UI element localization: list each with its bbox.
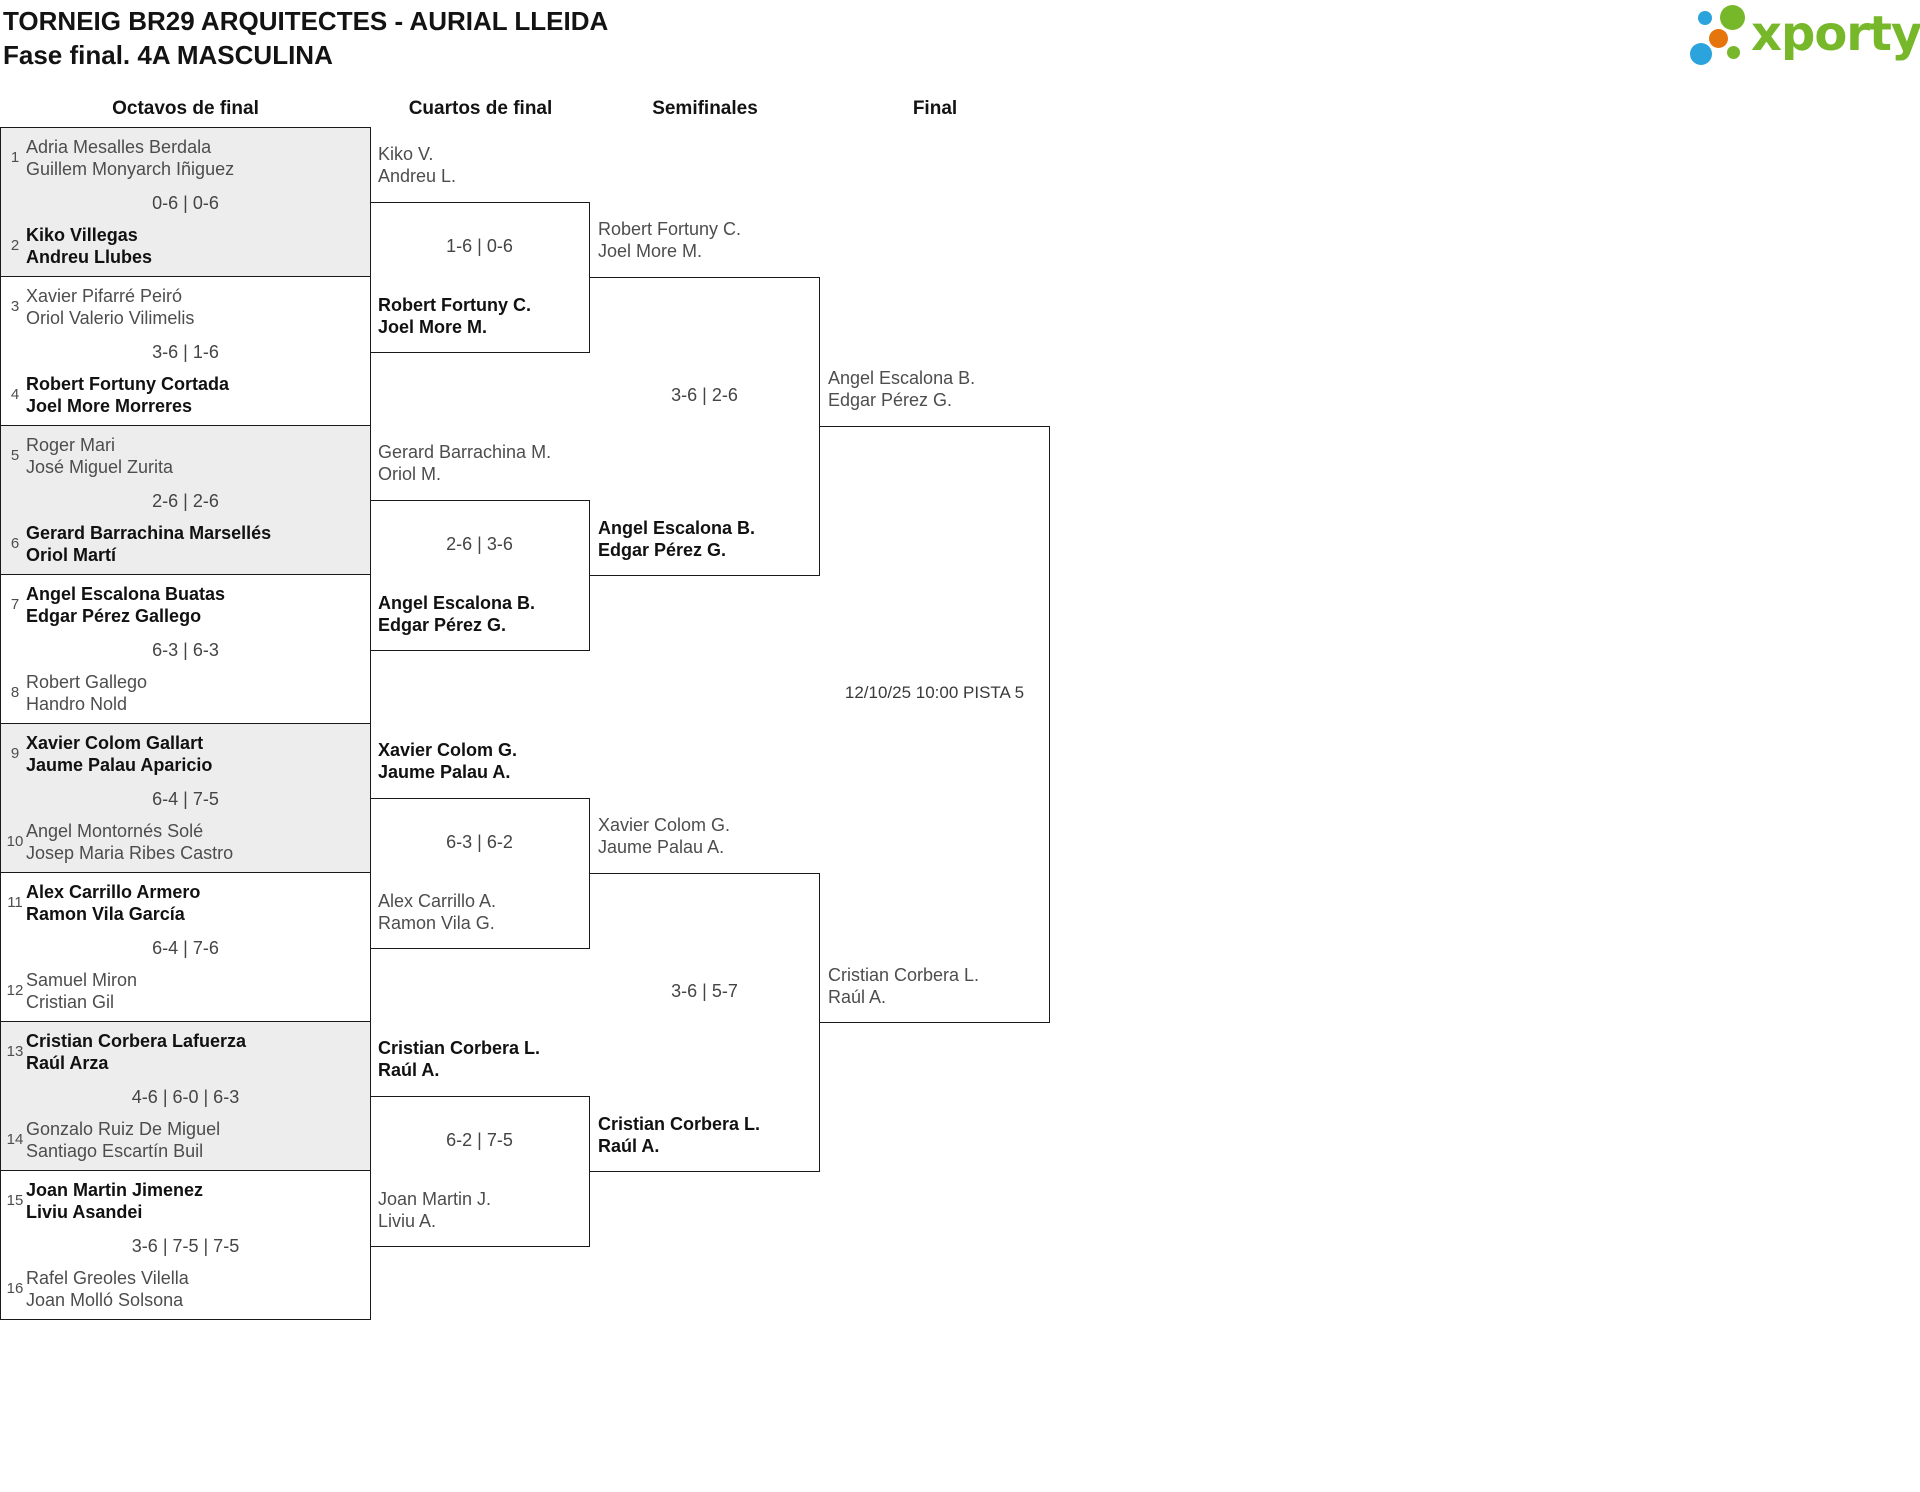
round-header-semifinales: Semifinales <box>652 98 758 119</box>
match-r16-7[interactable]: 13 Cristian Corbera Lafuerza Raúl Arza 4… <box>0 1021 371 1171</box>
match-score: 6-4 | 7-6 <box>152 938 219 958</box>
seed-number: 13 <box>6 1043 24 1060</box>
final-schedule: 12/10/25 10:00 PISTA 5 <box>844 683 1025 702</box>
match-qf-3[interactable]: Xavier Colom G. Jaume Palau A. 6-3 | 6-2… <box>370 740 590 949</box>
match-score: 3-6 | 5-7 <box>671 981 738 1001</box>
xporty-logo[interactable]: xporty <box>1680 0 1920 80</box>
seed-number: 10 <box>6 833 24 850</box>
seed-number: 16 <box>6 1280 24 1297</box>
seed-number: 11 <box>7 894 23 911</box>
team-names: Cristian Corbera L. Raúl A. <box>828 965 980 1007</box>
team-names: Xavier Colom G. Jaume Palau A. <box>598 815 731 857</box>
match-score: 6-3 | 6-3 <box>152 640 219 660</box>
team-names: Adria Mesalles Berdala Guillem Monyarch … <box>26 137 235 179</box>
team-names: Gerard Barrachina Marsellés Oriol Martí <box>26 523 272 565</box>
team-names: Xavier Pifarré Peiró Oriol Valerio Vilim… <box>26 286 195 328</box>
logo-wordmark: xporty <box>1751 6 1920 62</box>
seed-number: 14 <box>6 1131 24 1148</box>
match-r16-2[interactable]: 3 Xavier Pifarré Peiró Oriol Valerio Vil… <box>0 276 371 426</box>
team-names: Gerard Barrachina M. Oriol M. <box>378 442 552 484</box>
team-names: Angel Escalona B. Edgar Pérez G. <box>378 593 536 635</box>
match-r16-6[interactable]: 11 Alex Carrillo Armero Ramon Vila Garcí… <box>0 872 371 1022</box>
seed-number: 4 <box>10 386 20 403</box>
seed-number: 8 <box>10 684 20 701</box>
match-score: 3-6 | 7-5 | 7-5 <box>131 1236 240 1256</box>
seed-number: 15 <box>6 1192 24 1209</box>
round-header-cuartos: Cuartos de final <box>408 98 553 119</box>
match-score: 3-6 | 2-6 <box>671 385 738 405</box>
match-score: 2-6 | 3-6 <box>446 534 513 554</box>
logo-dot-green-small <box>1727 46 1740 59</box>
team-names: Xavier Colom Gallart Jaume Palau Aparici… <box>26 733 213 775</box>
team-names: Rafel Greoles Vilella Joan Molló Solsona <box>26 1268 189 1310</box>
team-names: Joan Martin J. Liviu A. <box>378 1189 492 1231</box>
logo-dot-green-big <box>1720 5 1745 30</box>
team-names: Roger Mari José Miguel Zurita <box>26 435 174 477</box>
team-names: Xavier Colom G. Jaume Palau A. <box>378 740 518 782</box>
seed-number: 5 <box>10 447 20 464</box>
team-names: Cristian Corbera Lafuerza Raúl Arza <box>26 1031 247 1073</box>
match-score: 6-4 | 7-5 <box>152 789 219 809</box>
team-names: Alex Carrillo A. Ramon Vila G. <box>378 891 497 933</box>
round-header-final: Final <box>912 98 958 119</box>
seed-number: 12 <box>6 982 24 999</box>
tournament-title: TORNEIG BR29 ARQUITECTES - AURIAL LLEIDA <box>3 6 609 36</box>
match-r16-5[interactable]: 9 Xavier Colom Gallart Jaume Palau Apari… <box>0 723 371 873</box>
team-names: Angel Escalona B. Edgar Pérez G. <box>598 518 756 560</box>
team-names: Robert Fortuny C. Joel More M. <box>378 295 531 337</box>
team-names: Angel Escalona Buatas Edgar Pérez Galleg… <box>26 584 226 626</box>
team-names: Robert Gallego Handro Nold <box>26 672 148 714</box>
match-score: 3-6 | 1-6 <box>152 342 219 362</box>
seed-number: 1 <box>10 149 20 166</box>
tournament-subtitle: Fase final. 4A MASCULINA <box>3 40 333 70</box>
match-r16-3[interactable]: 5 Roger Mari José Miguel Zurita 2-6 | 2-… <box>0 425 371 575</box>
page-title: TORNEIG BR29 ARQUITECTES - AURIAL LLEIDA… <box>3 4 608 72</box>
seed-number: 3 <box>10 298 20 315</box>
team-names: Kiko V. Andreu L. <box>378 144 457 186</box>
match-final[interactable]: Angel Escalona B. Edgar Pérez G. 12/10/2… <box>820 368 1050 1023</box>
match-r16-4[interactable]: 7 Angel Escalona Buatas Edgar Pérez Gall… <box>0 574 371 724</box>
team-names: Angel Montornés Solé Josep Maria Ribes C… <box>26 821 234 863</box>
match-r16-8[interactable]: 15 Joan Martin Jimenez Liviu Asandei 3-6… <box>0 1170 371 1320</box>
match-score: 1-6 | 0-6 <box>446 236 513 256</box>
team-names: Robert Fortuny Cortada Joel More Morrere… <box>26 374 230 416</box>
seed-number: 9 <box>10 745 20 762</box>
match-score: 6-3 | 6-2 <box>446 832 513 852</box>
team-names: Angel Escalona B. Edgar Pérez G. <box>828 368 976 410</box>
match-sf-2[interactable]: Xavier Colom G. Jaume Palau A. 3-6 | 5-7… <box>590 815 820 1172</box>
match-score: 6-2 | 7-5 <box>446 1130 513 1150</box>
match-score: 2-6 | 2-6 <box>152 491 219 511</box>
seed-number: 2 <box>10 237 20 254</box>
logo-dot-orange <box>1709 29 1728 48</box>
seed-number: 6 <box>10 535 20 552</box>
match-qf-2[interactable]: Gerard Barrachina M. Oriol M. 2-6 | 3-6 … <box>370 442 590 651</box>
logo-dot-blue-big <box>1690 43 1712 65</box>
match-sf-1[interactable]: Robert Fortuny C. Joel More M. 3-6 | 2-6… <box>590 219 820 576</box>
match-qf-4[interactable]: Cristian Corbera L. Raúl A. 6-2 | 7-5 Jo… <box>370 1038 590 1247</box>
team-names: Joan Martin Jimenez Liviu Asandei <box>26 1180 204 1222</box>
team-names: Cristian Corbera L. Raúl A. <box>598 1114 761 1156</box>
match-score: 0-6 | 0-6 <box>152 193 219 213</box>
match-score: 4-6 | 6-0 | 6-3 <box>131 1087 240 1107</box>
team-names: Cristian Corbera L. Raúl A. <box>378 1038 541 1080</box>
match-r16-1[interactable]: 1 Adria Mesalles Berdala Guillem Monyarc… <box>0 127 371 277</box>
team-names: Samuel Miron Cristian Gil <box>26 970 138 1012</box>
team-names: Kiko Villegas Andreu Llubes <box>26 225 153 267</box>
round-header-octavos: Octavos de final <box>112 98 259 119</box>
logo-dot-blue-small <box>1698 11 1712 25</box>
team-names: Alex Carrillo Armero Ramon Vila García <box>26 882 201 924</box>
team-names: Robert Fortuny C. Joel More M. <box>598 219 742 261</box>
seed-number: 7 <box>10 596 20 613</box>
match-qf-1[interactable]: Kiko V. Andreu L. 1-6 | 0-6 Robert Fortu… <box>370 144 590 353</box>
team-names: Gonzalo Ruiz De Miguel Santiago Escartín… <box>26 1119 221 1161</box>
